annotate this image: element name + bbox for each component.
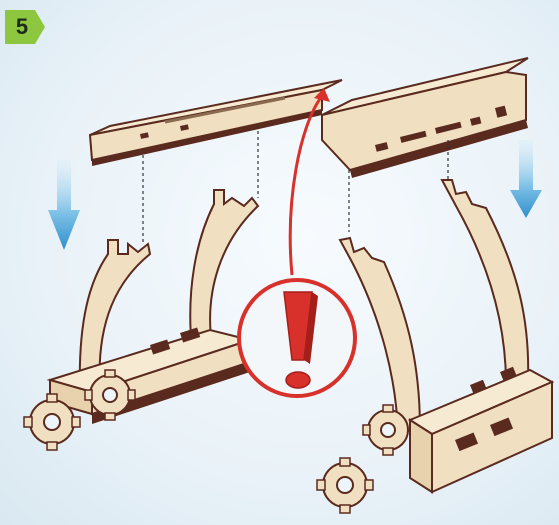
warning-exclamation-icon bbox=[239, 280, 355, 396]
left-top-plank bbox=[90, 80, 342, 166]
down-arrow-icon bbox=[48, 160, 80, 250]
gear-icon bbox=[317, 458, 373, 513]
down-arrow-icon bbox=[510, 140, 542, 218]
right-top-plank bbox=[322, 58, 528, 178]
